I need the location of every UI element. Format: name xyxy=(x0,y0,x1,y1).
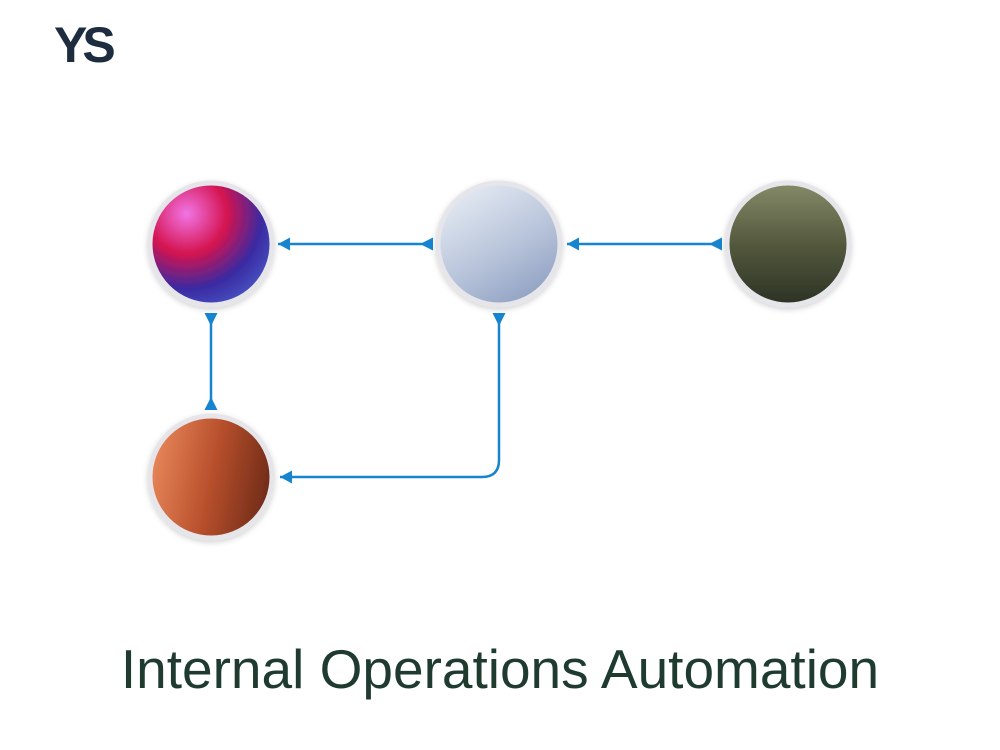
arrowhead-from-olive xyxy=(709,237,722,251)
node-magenta-blue[interactable] xyxy=(147,180,275,308)
arrowhead-at-silver-blue xyxy=(567,237,579,251)
node-copper[interactable] xyxy=(147,413,275,541)
arrowhead-at-copper-right xyxy=(280,470,292,484)
arrowhead-at-magenta-blue xyxy=(278,237,290,251)
nodes xyxy=(147,180,852,541)
connectors xyxy=(204,237,722,484)
arrowhead-at-copper-top xyxy=(204,397,218,410)
arrowhead-from-magenta-blue xyxy=(204,313,218,326)
arrowhead-from-silver-blue xyxy=(420,237,433,251)
node-silver-blue[interactable] xyxy=(435,180,563,308)
page-title: Internal Operations Automation xyxy=(120,638,880,700)
ys-logo: YS xyxy=(54,17,116,73)
edge-silver-blue-to-copper xyxy=(280,313,501,479)
arrowhead-from-silver-blue-down xyxy=(492,313,506,326)
node-olive[interactable] xyxy=(724,180,852,308)
